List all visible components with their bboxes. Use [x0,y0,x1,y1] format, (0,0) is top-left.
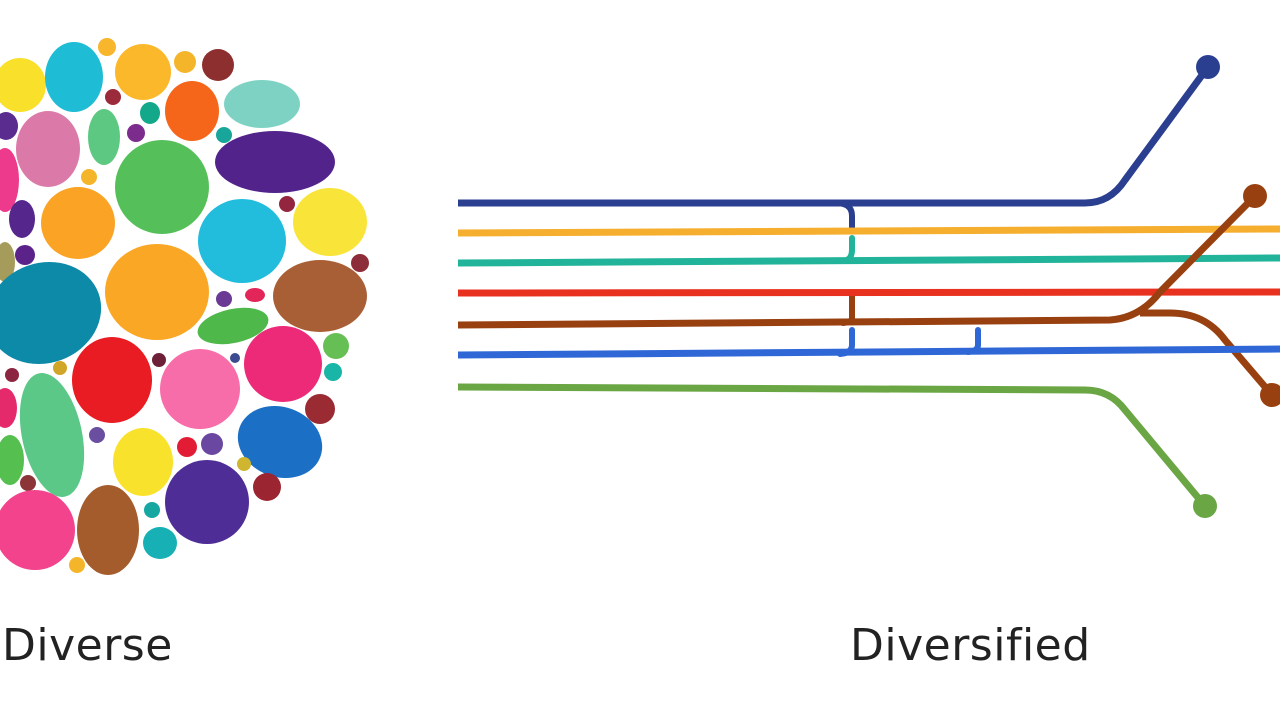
blob [72,337,152,423]
blob [160,349,240,429]
blob [143,527,177,559]
blob [19,373,85,497]
blob [5,368,19,382]
blob [41,187,115,259]
line-endpoint-dot [1243,184,1267,208]
blob [215,131,335,193]
blob [69,557,85,573]
diversified-line-bundle [457,55,1280,518]
blob [0,58,46,112]
blob [53,361,67,375]
diverse-blob-cluster [0,38,369,575]
blob [81,169,97,185]
blob [152,353,166,367]
blob [0,112,18,140]
diversified-label: Diversified [850,620,1091,671]
blob [115,44,171,100]
blob [0,490,75,570]
blob [0,388,17,428]
blob [216,291,232,307]
line-green [457,383,1208,509]
blob [324,363,342,381]
blob [279,196,295,212]
line-brown-branch [1140,309,1275,398]
blob [88,109,120,165]
blob [174,51,196,73]
diverse-label: Diverse [2,620,173,671]
line-brown [457,193,1258,329]
blob [197,307,269,345]
blob [105,89,121,105]
line-teal [457,254,1280,267]
blob [201,433,223,455]
blob [293,188,367,256]
line-navy [458,64,1211,207]
blob [144,502,160,518]
line-connector [840,201,855,231]
line-blue [457,345,1280,359]
blob [45,42,103,112]
blob [305,394,335,424]
blob [98,38,116,56]
blob [0,242,15,282]
line-red [457,288,1280,297]
blob [0,435,24,485]
line-endpoint-dot [1260,383,1280,407]
blob [20,475,36,491]
blob [16,111,80,187]
blob [9,200,35,238]
blob [0,148,19,212]
blob [0,261,102,365]
blob [177,437,197,457]
line-endpoint-dot [1193,494,1217,518]
blob [202,49,234,81]
blob [165,460,249,544]
blob [273,260,367,332]
blob [351,254,369,272]
blob [224,80,300,128]
blob [89,427,105,443]
blob [323,333,349,359]
blob [237,457,251,471]
blob [113,428,173,496]
blob [77,485,139,575]
blob [165,81,219,141]
blob [140,102,160,124]
line-orange [457,225,1280,237]
blob [245,288,265,302]
line-endpoint-dot [1196,55,1220,79]
blob [198,199,286,283]
blob [15,245,35,265]
blob [237,405,323,479]
blob [115,140,209,234]
blob [253,473,281,501]
blob [105,244,209,340]
blob [216,127,232,143]
blob [230,353,240,363]
blob [244,326,322,402]
blob [127,124,145,142]
